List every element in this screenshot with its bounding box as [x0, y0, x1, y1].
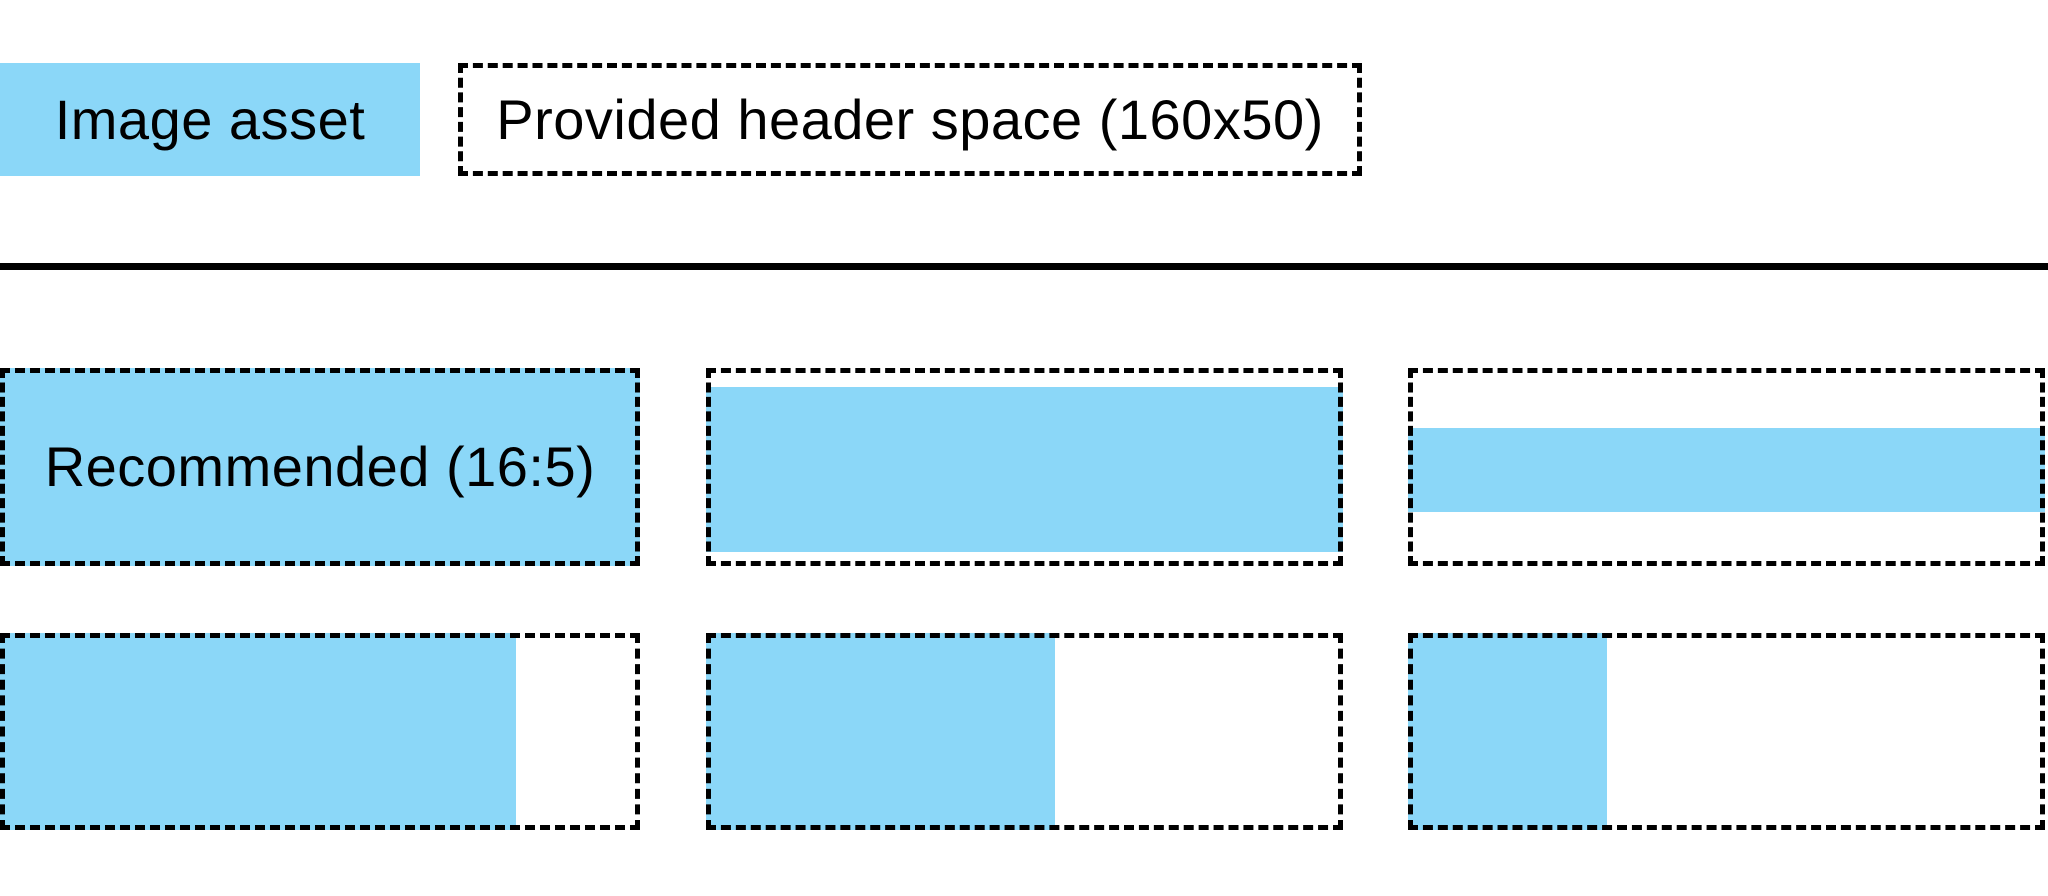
asset-fill-left-medium	[706, 633, 1055, 830]
example-recommended-16-5: Recommended (16:5)	[0, 368, 640, 566]
legend-header-space-box: Provided header space (160x50)	[458, 63, 1362, 176]
asset-fill-full	[0, 368, 640, 566]
asset-fill-thin-band	[1408, 428, 2045, 512]
example-narrow-asset-left-medium	[706, 633, 1343, 830]
example-wide-asset-letterboxed	[706, 368, 1343, 566]
asset-fill-left-large	[0, 633, 516, 830]
example-narrow-asset-left-small	[1408, 633, 2045, 830]
legend-image-asset-label: Image asset	[54, 87, 366, 151]
legend-header-space-label: Provided header space (160x50)	[496, 87, 1324, 151]
example-narrow-asset-left-large	[0, 633, 640, 830]
section-divider-rule	[0, 263, 2048, 270]
example-very-wide-asset-thin-band	[1408, 368, 2045, 566]
asset-fill-left-small	[1408, 633, 1607, 830]
asset-fill-letterboxed	[706, 387, 1343, 552]
recommended-label: Recommended (16:5)	[44, 435, 596, 498]
legend-image-asset-swatch: Image asset	[0, 63, 420, 176]
